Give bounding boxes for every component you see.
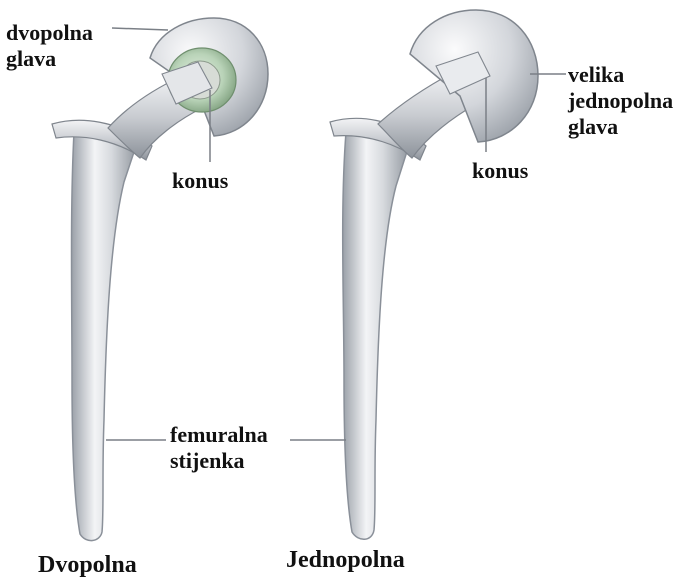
label-bipolar-head: dvopolna glava — [6, 20, 93, 72]
label-femoral-stem-line1: femuralna — [170, 422, 268, 448]
label-bipolar-head-line1: dvopolna — [6, 20, 93, 46]
label-femoral-stem-line2: stijenka — [170, 448, 268, 474]
femoral-stem-left — [72, 124, 139, 541]
title-unipolar: Jednopolna — [286, 546, 405, 574]
title-bipolar: Dvopolna — [38, 551, 137, 579]
label-unipolar-head-line3: glava — [568, 114, 673, 140]
label-unipolar-head-line1: velika — [568, 62, 673, 88]
leader-left-head — [112, 28, 168, 30]
label-unipolar-head: velika jednopolna glava — [568, 62, 673, 140]
unipolar-prosthesis — [330, 10, 538, 539]
label-unipolar-head-line2: jednopolna — [568, 88, 673, 114]
label-femoral-stem: femuralna stijenka — [170, 422, 268, 474]
femoral-stem-right — [343, 124, 410, 539]
label-bipolar-head-line2: glava — [6, 46, 93, 72]
label-cone-right: konus — [472, 158, 528, 184]
label-cone-left: konus — [172, 168, 228, 194]
